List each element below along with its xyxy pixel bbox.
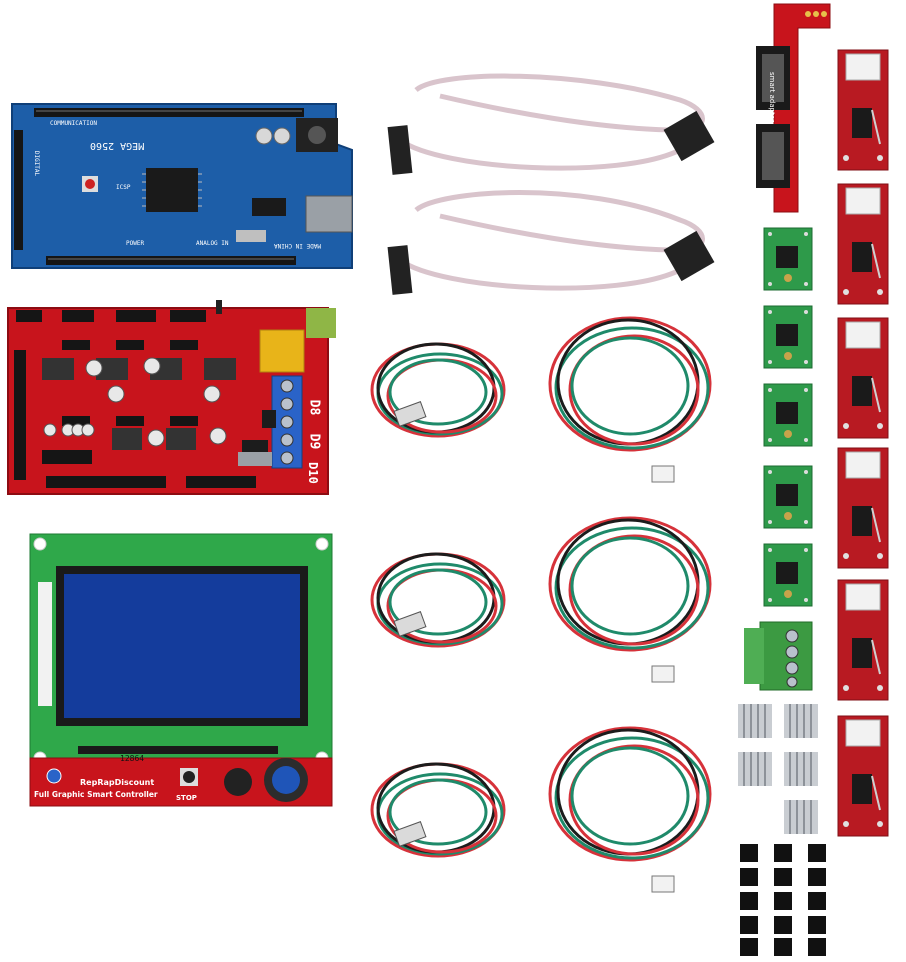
jumpers-drawing	[740, 844, 826, 956]
heatsinks-drawing	[737, 703, 819, 835]
motor-cables	[360, 300, 730, 920]
lcd-model-number: 12864	[120, 754, 145, 763]
mega-icsp-label: ICSP	[116, 184, 131, 191]
arduino-mega-board: MEGA 2560 MADE IN CHINA ICSP DIGITAL COM…	[6, 100, 354, 272]
mega-comm-label: COMMUNICATION	[50, 120, 97, 127]
smart-adapter-drawing	[756, 3, 831, 213]
endstops-drawing	[837, 49, 889, 837]
ramps-d8-label: D8	[306, 399, 322, 416]
screw-terminal-drawing	[744, 621, 813, 691]
arduino-mega-drawing	[11, 103, 353, 269]
lcd-drawing	[29, 533, 333, 807]
smart-adapter-label: smart adapter	[768, 72, 776, 122]
lcd-title-line: Full Graphic Smart Controller	[34, 790, 158, 799]
ribbon-cables-drawing	[387, 73, 715, 295]
jumpers-group	[736, 840, 832, 958]
lcd-smart-controller: 12864 RepRapDiscount Full Graphic Smart …	[28, 532, 338, 808]
ramps-d9-label: D9	[306, 433, 322, 450]
mega-analog-label: ANALOG IN	[196, 240, 229, 247]
mega-brand-label: MADE IN CHINA	[274, 242, 321, 249]
stepper-drivers-drawing	[763, 227, 813, 607]
mega-digital-label: DIGITAL	[33, 150, 41, 177]
ramps-d10-label: D10	[305, 462, 320, 484]
motor-cables-drawing	[370, 316, 712, 894]
stepper-drivers-column	[760, 226, 816, 608]
smart-adapter-board: smart adapter	[752, 2, 832, 214]
ramps-shield-board: D8 D9 D10	[6, 300, 342, 496]
mega-power-label: POWER	[126, 240, 145, 247]
endstops-column	[836, 48, 890, 844]
lcd-brand-line: RepRapDiscount	[80, 778, 155, 787]
screw-terminal-block	[740, 618, 816, 694]
ribbon-cables	[380, 70, 720, 300]
ramps-drawing	[7, 300, 336, 495]
mega-model-label: MEGA 2560	[90, 140, 145, 151]
lcd-stop-label: STOP	[176, 794, 197, 802]
heatsinks-group	[736, 702, 824, 838]
